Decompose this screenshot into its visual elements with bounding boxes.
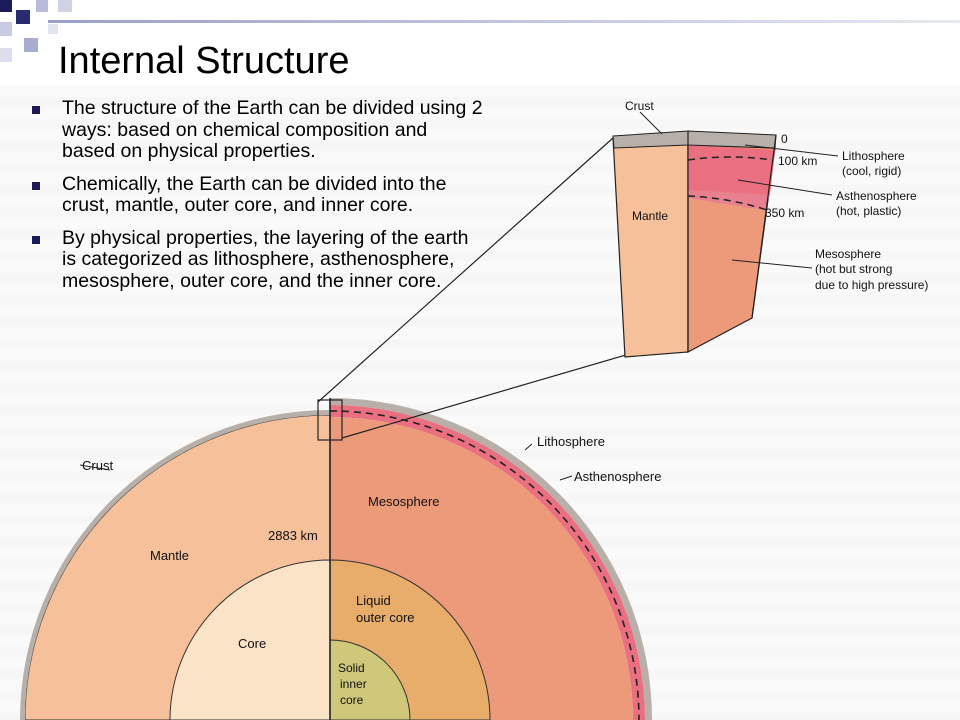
inset-mantle xyxy=(612,137,689,358)
bullet-list: The structure of the Earth can be divide… xyxy=(30,97,485,303)
leader-inset-crust xyxy=(639,111,663,135)
label-depth: 2883 km xyxy=(268,528,318,543)
label-mantle: Mantle xyxy=(150,548,189,563)
label-depth-350: 350 km xyxy=(765,206,804,220)
inset-lithosphere-zone xyxy=(688,145,775,195)
label-inner-core-2: inner xyxy=(340,677,367,691)
inset-wedge-marker xyxy=(317,399,343,441)
corner-square-8 xyxy=(48,24,58,34)
label-asthenosphere: Asthenosphere xyxy=(574,469,661,484)
label-core: Core xyxy=(238,636,266,651)
label-crust: Crust xyxy=(82,458,113,473)
inset-crust-left xyxy=(612,130,689,149)
label-depth-0: 0 xyxy=(781,132,788,146)
lithosphere-boundary xyxy=(329,410,640,720)
inset-crust-right xyxy=(687,130,777,149)
bullet-text: By physical properties, the layering of … xyxy=(62,226,469,292)
inset-right-edge xyxy=(751,134,777,319)
leader-inset-mesosphere xyxy=(731,259,813,269)
bullet-text: The structure of the Earth can be divide… xyxy=(62,97,483,162)
label-inset-asthenosphere-desc: (hot, plastic) xyxy=(836,204,901,218)
bullet-item: The structure of the Earth can be divide… xyxy=(30,97,485,163)
label-mesosphere: Mesosphere xyxy=(368,494,440,509)
label-inset-crust: Crust xyxy=(625,99,654,113)
corner-square-4 xyxy=(58,0,72,12)
label-inner-core-3: core xyxy=(340,693,364,707)
corner-square-5 xyxy=(0,22,12,36)
earth-cross-section xyxy=(20,398,652,720)
corner-square-2 xyxy=(16,10,30,24)
label-inset-lithosphere-desc: (cool, rigid) xyxy=(842,164,901,178)
inset-wedge xyxy=(612,130,777,358)
label-inset-asthenosphere: Asthenosphere xyxy=(836,189,917,203)
corner-square-6 xyxy=(24,38,38,52)
zoom-line-top xyxy=(317,137,614,403)
title-rule xyxy=(48,20,960,23)
leader-asthenosphere xyxy=(559,475,573,481)
label-outer-core-1: Liquid xyxy=(356,593,391,608)
label-inset-lithosphere: Lithosphere xyxy=(842,149,905,163)
label-inset-mesosphere: Mesosphere xyxy=(815,247,881,261)
label-inset-mantle: Mantle xyxy=(632,209,668,223)
label-inset-mesosphere-desc1: (hot but strong xyxy=(815,262,892,276)
label-lithosphere: Lithosphere xyxy=(537,434,605,449)
core-region xyxy=(169,559,331,720)
inset-100km-boundary xyxy=(687,156,773,161)
leader-crust xyxy=(79,464,111,471)
corner-square-7 xyxy=(0,48,12,62)
leader-inset-asthenosphere xyxy=(737,179,833,196)
leader-inset-lithosphere xyxy=(744,144,839,157)
corner-square-3 xyxy=(36,0,48,12)
label-inset-mesosphere-desc2: due to high pressure) xyxy=(815,278,928,292)
corner-square-1 xyxy=(0,0,12,12)
square-bullet-icon xyxy=(32,106,40,114)
inner-core-region xyxy=(329,639,411,720)
bullet-item: By physical properties, the layering of … xyxy=(30,226,485,293)
bullet-text: Chemically, the Earth can be divided int… xyxy=(62,172,447,216)
bullet-item: Chemically, the Earth can be divided int… xyxy=(30,172,485,217)
label-depth-100: 100 km xyxy=(778,154,817,168)
square-bullet-icon xyxy=(32,181,40,190)
label-inner-core-1: Solid xyxy=(338,661,365,675)
page-title: Internal Structure xyxy=(58,40,350,82)
inset-350km-boundary xyxy=(687,195,768,211)
leader-lithosphere xyxy=(524,443,533,451)
square-bullet-icon xyxy=(32,235,40,244)
label-outer-core-2: outer core xyxy=(356,610,415,625)
